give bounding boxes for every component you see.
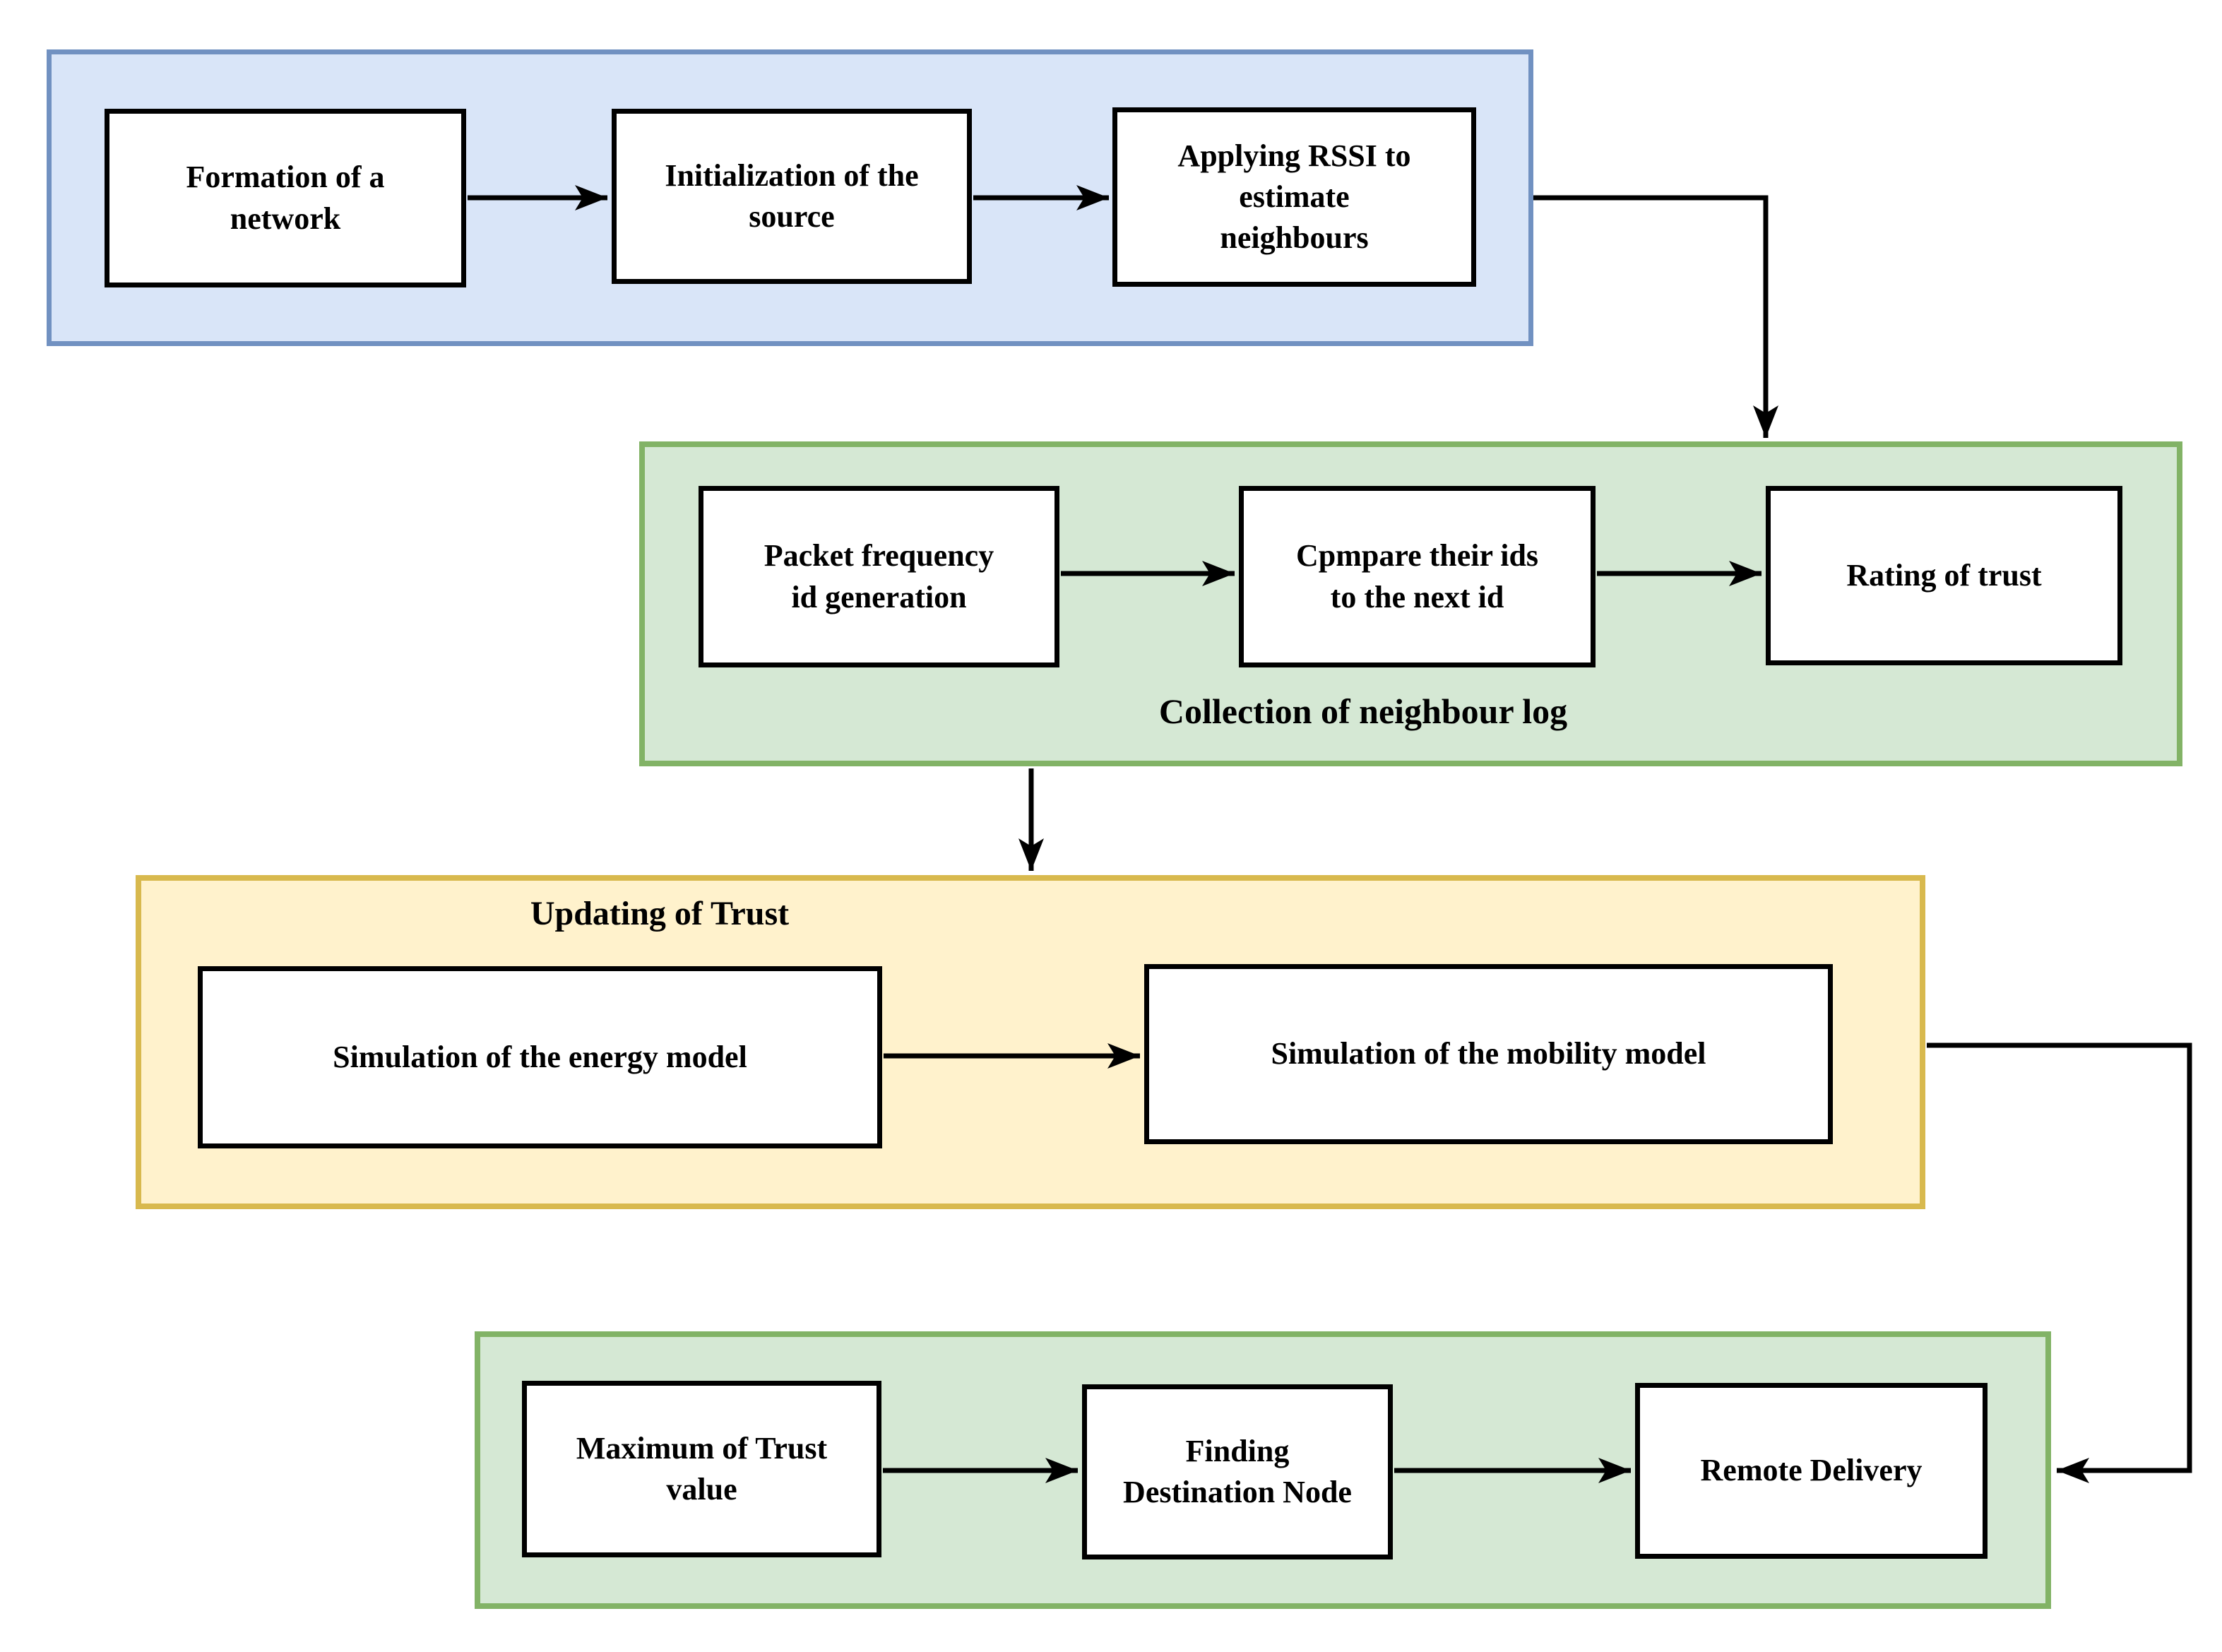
node-initialization-label: Initialization of the source [665,158,919,234]
node-initialization-of-source: Initialization of the source [612,109,972,284]
node-energy-label: Simulation of the energy model [333,1039,747,1074]
updating-group-label: Updating of Trust [530,895,790,932]
node-maximum-label: Maximum of Trust value [576,1430,828,1507]
node-maximum-trust: Maximum of Trust value [522,1381,881,1557]
collection-group-label: Collection of neighbour log [1158,691,1568,731]
node-formation-label: Formation of a network [186,160,385,236]
node-compare-ids: Cpmpare their ids to the next id [1239,486,1596,667]
node-packet-frequency: Packet frequency id generation [699,486,1059,667]
node-remote-delivery: Remote Delivery [1635,1383,1988,1559]
node-finding-label: Finding Destination Node [1123,1433,1352,1509]
node-mobility-label: Simulation of the mobility model [1271,1036,1706,1071]
node-applying-rssi: Applying RSSI to estimate neighbours [1112,107,1476,287]
node-rating-of-trust: Rating of trust [1766,486,2122,665]
node-rssi-label: Applying RSSI to estimate neighbours [1177,138,1411,256]
connector-setup-to-collection [1533,195,1778,438]
node-finding-destination: Finding Destination Node [1082,1384,1393,1559]
node-compare-label: Cpmpare their ids to the next id [1295,538,1539,614]
node-formation-of-network: Formation of a network [105,109,466,287]
node-remote-label: Remote Delivery [1700,1453,1923,1488]
node-packet-label: Packet frequency id generation [764,538,994,614]
node-mobility-model: Simulation of the mobility model [1144,964,1833,1144]
node-energy-model: Simulation of the energy model [198,966,882,1148]
node-rating-label: Rating of trust [1846,557,2042,593]
